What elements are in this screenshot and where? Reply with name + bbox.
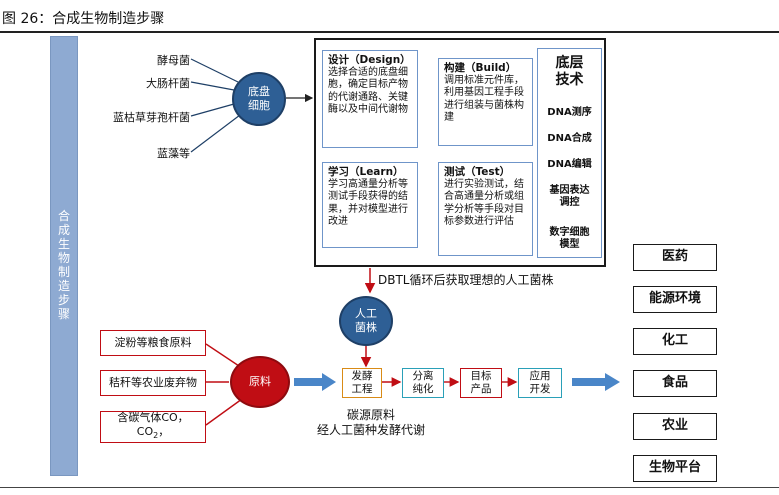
design-body: 选择合适的底盘细胞，确定目标产物的代谢通路、关键酶以及中间代谢物: [328, 66, 408, 116]
raw-to-process-arrow: [294, 373, 336, 391]
material-agri-waste: 秸秆等农业废弃物: [100, 370, 206, 396]
chassis-cell-cyanobacteria: 蓝藻等: [157, 147, 190, 160]
process-separation: 分离 纯化: [402, 368, 444, 398]
underlying-tech-title: 底层 技术: [555, 55, 584, 88]
side-title-text: 合 成 生 物 制 造 步 骤: [57, 209, 70, 321]
tech-dna-synthesis: DNA合成: [547, 133, 592, 144]
chassis-connectors: [190, 58, 241, 153]
raw-material-circle: 原料: [230, 356, 290, 408]
learn-title: 学习（Learn）: [328, 166, 404, 178]
process-to-applications-arrow: [572, 373, 620, 391]
materials-connectors: [205, 343, 243, 426]
tech-gene-expression: 基因表达 调控: [549, 185, 590, 208]
process-application-dev: 应用 开发: [518, 368, 562, 398]
test-title: 测试（Test）: [444, 166, 511, 178]
material-carbon-gas: 含碳气体CO， CO2，: [100, 411, 206, 443]
process-note: 碳源原料 经人工菌种发酵代谢: [316, 408, 425, 437]
material-grain: 淀粉等粮食原料: [100, 330, 206, 356]
application-medicine: 医药: [633, 244, 717, 271]
tech-dna-editing: DNA编辑: [547, 159, 592, 170]
process-fermentation: 发酵 工程: [342, 368, 382, 398]
design-stage: 设计（Design） 选择合适的底盘细胞，确定目标产物的代谢通路、关键酶以及中间…: [322, 50, 418, 148]
application-chemical: 化工: [633, 328, 717, 355]
build-body: 调用标准元件库，利用基因工程手段进行组装与菌株构建: [444, 74, 524, 124]
learn-body: 学习高通量分析等测试手段获得的结果，并对模型进行改进: [328, 178, 408, 228]
application-bio-platform: 生物平台: [633, 455, 717, 482]
test-body: 进行实验测试，结合高通量分析或组学分析等手段对目标参数进行评估: [444, 178, 524, 228]
chassis-cell-ecoli: 大肠杆菌: [146, 77, 190, 90]
bottom-rule: [0, 487, 779, 488]
tech-digital-cell-model: 数字细胞 模型: [549, 227, 590, 250]
carbon-gas-line2: CO2，: [136, 424, 170, 441]
engineered-strain-circle: 人工 菌株: [339, 296, 393, 346]
application-food: 食品: [633, 370, 717, 397]
chassis-cell-yeast: 酵母菌: [157, 54, 190, 67]
test-stage: 测试（Test） 进行实验测试，结合高通量分析或组学分析等手段对目标参数进行评估: [438, 162, 533, 256]
process-target-product: 目标 产品: [460, 368, 502, 398]
side-title-bar: 合 成 生 物 制 造 步 骤: [50, 36, 78, 476]
learn-stage: 学习（Learn） 学习高通量分析等测试手段获得的结果，并对模型进行改进: [322, 162, 418, 248]
carbon-gas-line1: 含碳气体CO，: [117, 410, 189, 424]
chassis-cell-circle: 底盘 细胞: [232, 72, 286, 126]
design-title: 设计（Design）: [328, 54, 411, 66]
tech-dna-sequencing: DNA测序: [547, 107, 592, 118]
underlying-tech-box: 底层 技术 DNA测序 DNA合成 DNA编辑 基因表达 调控 数字细胞 模型: [537, 48, 602, 258]
chassis-cell-bacillus: 蓝枯草芽孢杆菌: [113, 111, 190, 124]
dbtl-note: DBTL循环后获取理想的人工菌株: [378, 273, 554, 287]
build-title: 构建（Build）: [444, 62, 517, 74]
application-energy-environment: 能源环境: [633, 286, 717, 313]
build-stage: 构建（Build） 调用标准元件库，利用基因工程手段进行组装与菌株构建: [438, 58, 533, 146]
application-agriculture: 农业: [633, 413, 717, 440]
figure-caption: 图 26：合成生物制造步骤: [2, 11, 165, 27]
top-rule: [0, 31, 779, 33]
